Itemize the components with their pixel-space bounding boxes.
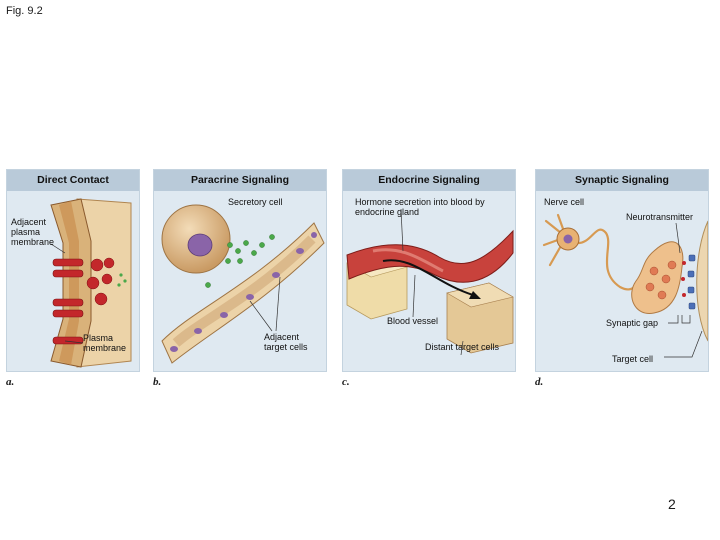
label-adjacent-target-cells: Adjacent target cells <box>264 332 308 352</box>
panel-title: Direct Contact <box>7 170 139 191</box>
label-distant-target-cells: Distant target cells <box>425 342 500 352</box>
endocrine-illustration <box>346 208 514 356</box>
neurotransmitter-receptors <box>687 254 696 310</box>
label-plasma-membrane: Plasma membrane <box>83 333 127 353</box>
gap-junctions <box>52 258 84 345</box>
label-secretory-cell: Secretory cell <box>228 197 283 207</box>
label-adjacent-plasma-membrane: Adjacent plasma membrane <box>11 217 55 247</box>
direct-contact-illustration <box>50 198 132 368</box>
panel-direct-contact: Direct Contact Adjacent plasma membrane … <box>6 169 140 372</box>
label-blood-vessel: Blood vessel <box>387 316 439 326</box>
panel-title: Paracrine Signaling <box>154 170 326 191</box>
label-target-cell: Target cell <box>612 354 654 364</box>
blood-vessel <box>346 229 514 283</box>
panel-letter-a: a. <box>6 376 15 388</box>
panel-paracrine-signaling: Paracrine Signaling Secretory cell Adjac… <box>153 169 327 372</box>
receptor-rosettes <box>86 257 115 306</box>
panel-letter-b: b. <box>153 376 162 388</box>
label-nerve-cell: Nerve cell <box>544 197 585 207</box>
panel-endocrine-signaling: Endocrine Signaling Hormone secretion in… <box>342 169 516 372</box>
panel-synaptic-signaling: Synaptic Signaling Nerve cell Neurotrans… <box>535 169 709 372</box>
panel-letter-c: c. <box>342 376 350 388</box>
synaptic-illustration <box>542 213 708 358</box>
label-synaptic-gap: Synaptic gap <box>606 318 659 328</box>
synaptic-terminal <box>631 241 684 314</box>
panel-title: Endocrine Signaling <box>343 170 515 191</box>
distant-target-tissue <box>446 282 514 354</box>
figure-label: Fig. 9.2 <box>6 5 43 17</box>
signal-molecules <box>205 234 275 288</box>
label-hormone-secretion: Hormone secretion into blood by endocrin… <box>355 197 485 217</box>
label-neurotransmitter: Neurotransmitter <box>626 212 694 222</box>
panel-letter-d: d. <box>535 376 544 388</box>
panel-title: Synaptic Signaling <box>536 170 708 191</box>
target-cell <box>696 220 708 342</box>
slide-number: 2 <box>668 496 676 512</box>
paracrine-illustration <box>161 204 325 364</box>
